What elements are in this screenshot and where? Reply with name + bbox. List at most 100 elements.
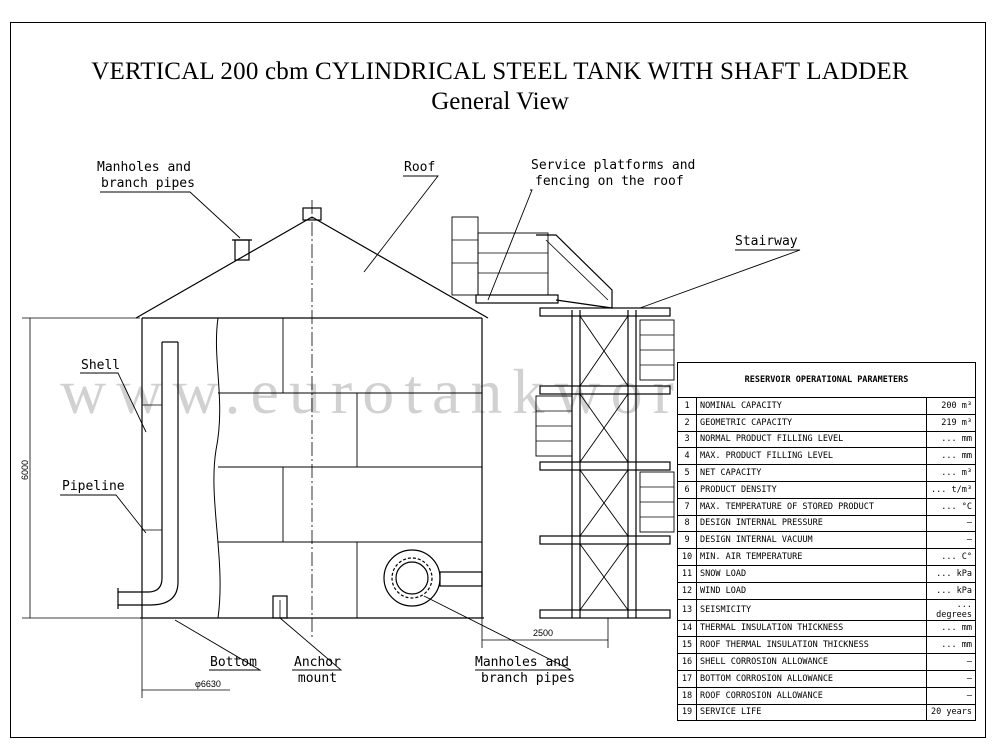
drawing-frame [10, 22, 986, 738]
table-cell-n: 19 [677, 703, 697, 722]
label-manholes-bottom-line2: branch pipes [481, 671, 575, 686]
table-cell-name: SHELL CORROSION ALLOWANCE [696, 653, 927, 671]
table-cell-n: 1 [677, 397, 697, 415]
label-service-platforms-line2: fencing on the roof [535, 174, 684, 189]
table-cell-name: SERVICE LIFE [696, 703, 927, 722]
label-anchor-mount-line2: mount [297, 671, 338, 686]
table-cell-value: ... mm [926, 447, 976, 466]
table-cell-n: 12 [677, 581, 697, 600]
table-cell-n: 2 [677, 413, 697, 432]
table-cell-n: 8 [677, 514, 697, 533]
label-service-platforms: Service platforms and fencing on the roo… [531, 158, 695, 190]
table-cell-n: 4 [677, 447, 697, 466]
table-cell-name: GEOMETRIC CAPACITY [696, 413, 927, 432]
label-manholes-top: Manholes and branch pipes [97, 160, 195, 192]
label-bottom: Bottom [210, 655, 257, 670]
dimension-diameter: φ6630 [195, 679, 221, 689]
table-cell-n: 17 [677, 669, 697, 688]
table-header: RESERVOIR OPERATIONAL PARAMETERS [677, 362, 976, 398]
table-cell-value: 20 years [926, 703, 976, 722]
table-cell-value: ... C° [926, 548, 976, 566]
table-row: 9 DESIGN INTERNAL VACUUM– [677, 531, 976, 550]
dimension-stair-offset: 2500 [533, 628, 554, 638]
label-roof: Roof [404, 160, 436, 175]
label-stairway: Stairway [735, 234, 798, 249]
table-cell-value: 219 m³ [926, 413, 976, 432]
drawing-subtitle: General View [431, 88, 569, 115]
label-anchor-mount: Anchor mount [294, 655, 341, 687]
label-pipeline: Pipeline [62, 479, 125, 494]
table-cell-n: 14 [677, 619, 697, 638]
table-cell-value: ... kPa [926, 581, 976, 600]
dimension-lines [22, 317, 609, 698]
table-cell-name: THERMAL INSULATION THICKNESS [696, 619, 927, 638]
table-cell-value: – [926, 669, 976, 688]
tank-roof [135, 200, 489, 640]
table-cell-value: ... mm [926, 619, 976, 638]
table-cell-n: 15 [677, 636, 697, 655]
table-cell-name: MAX. PRODUCT FILLING LEVEL [696, 447, 927, 466]
dimension-height: 6000 [20, 459, 30, 480]
table-cell-n: 11 [677, 564, 697, 583]
label-service-platforms-line1: Service platforms and [531, 158, 696, 173]
table-cell-n: 18 [677, 686, 697, 705]
table-cell-n: 9 [677, 531, 697, 550]
label-anchor-mount-line1: Anchor [294, 655, 341, 670]
table-cell-value: ... °C [926, 497, 976, 516]
table-cell-value: – [926, 531, 976, 550]
label-manholes-bottom-line1: Manholes and [475, 655, 569, 670]
roof-platform [451, 216, 559, 304]
label-shell: Shell [81, 358, 121, 373]
table-cell-name: NOMINAL CAPACITY [696, 397, 927, 415]
table-cell-name: MIN. AIR TEMPERATURE [696, 548, 927, 566]
table-cell-value: ... kPa [926, 564, 976, 583]
table-cell-value: ... mm [926, 430, 976, 449]
table-cell-name: BOTTOM CORROSION ALLOWANCE [696, 669, 927, 688]
table-cell-value: ... degrees [926, 598, 976, 621]
table-cell-name: SNOW LOAD [696, 564, 927, 583]
table-cell-value: ... t/m³ [926, 480, 976, 499]
table-cell-value: 200 m³ [926, 397, 976, 415]
label-manholes-top-line2: branch pipes [101, 176, 195, 191]
table-cell-name: MAX. TEMPERATURE OF STORED PRODUCT [696, 497, 927, 516]
table-cell-n: 13 [677, 598, 697, 621]
bottom-manhole [383, 549, 483, 607]
pipeline [117, 341, 179, 609]
table-cell-name: ROOF THERMAL INSULATION THICKNESS [696, 636, 927, 655]
table-cell-value: – [926, 653, 976, 671]
table-cell-name: ROOF CORROSION ALLOWANCE [696, 686, 927, 705]
label-manholes-bottom: Manholes and branch pipes [475, 655, 575, 687]
table-cell-n: 7 [677, 497, 697, 516]
table-cell-name: DESIGN INTERNAL PRESSURE [696, 514, 927, 533]
leader-lines [60, 175, 801, 671]
table-row: 17 BOTTOM CORROSION ALLOWANCE– [677, 669, 976, 688]
table-cell-value: ... mm [926, 636, 976, 655]
table-cell-name: DESIGN INTERNAL VACUUM [696, 531, 927, 550]
anchor-mount [272, 595, 288, 619]
table-cell-n: 16 [677, 653, 697, 671]
table-cell-name: SEISMICITY [696, 598, 927, 621]
table-cell-value: – [926, 514, 976, 533]
table-cell-name: NET CAPACITY [696, 464, 927, 482]
label-manholes-top-line1: Manholes and [97, 160, 191, 175]
drawing-title: VERTICAL 200 cbm CYLINDRICAL STEEL TANK … [91, 58, 909, 85]
table-cell-name: NORMAL PRODUCT FILLING LEVEL [696, 430, 927, 449]
table-cell-n: 5 [677, 464, 697, 482]
